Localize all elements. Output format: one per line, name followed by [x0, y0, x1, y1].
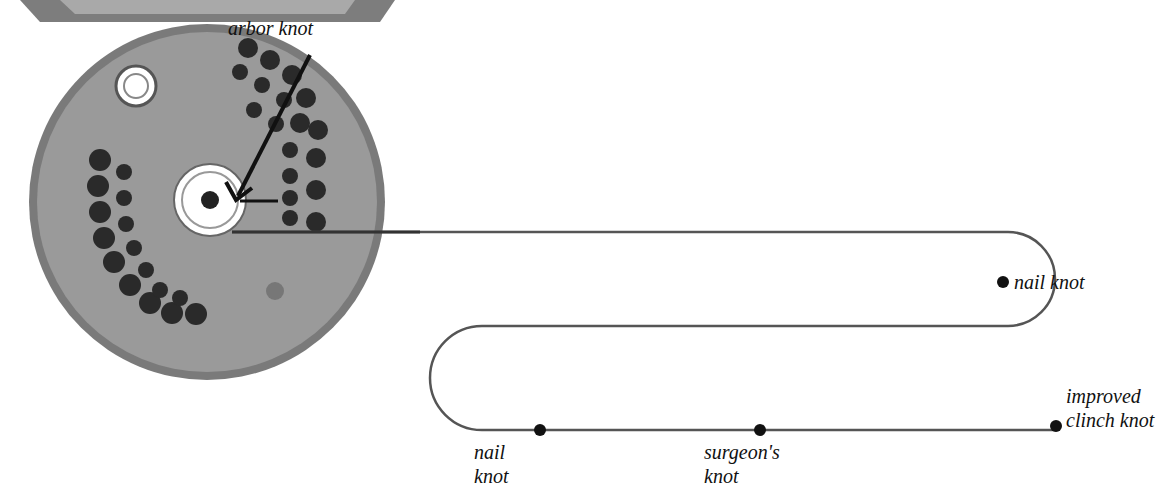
reel-hole — [308, 120, 328, 140]
knot-dot — [997, 276, 1009, 288]
knot-dot — [754, 424, 766, 436]
reel-hole — [260, 50, 280, 70]
reel-hole — [87, 175, 109, 197]
reel-hole — [185, 303, 207, 325]
reel-hole — [119, 274, 141, 296]
reel-hole — [282, 142, 298, 158]
reel-hole — [118, 216, 134, 232]
knot-dot — [1050, 420, 1062, 432]
leader-arrow — [238, 55, 310, 196]
reel-hole — [306, 148, 326, 168]
knot-label: surgeon's knot — [704, 440, 804, 488]
reel-hole — [238, 38, 258, 58]
knot-dot — [534, 424, 546, 436]
reel-hole — [172, 290, 188, 306]
reel-hole — [296, 88, 316, 108]
reel-hole — [306, 180, 326, 200]
reel-hole — [126, 240, 142, 256]
knot-label: arbor knot — [228, 16, 368, 40]
reel-hole — [306, 212, 326, 232]
knot-label: improved clinch knot — [1066, 384, 1166, 432]
reel-hole — [152, 282, 168, 298]
reel-face — [37, 32, 377, 372]
knot-label: nail knot — [1014, 270, 1124, 294]
reel-hole — [282, 210, 298, 226]
reel-hole — [116, 190, 132, 206]
reel-arbor-ring — [182, 172, 238, 228]
reel-hole — [89, 201, 111, 223]
reel-hole — [290, 113, 310, 133]
reel-handle-inner — [124, 74, 148, 98]
reel-hole — [116, 164, 132, 180]
reel-drag-knob — [266, 282, 284, 300]
reel-handle — [116, 66, 156, 106]
reel-hole — [282, 168, 298, 184]
reel-hole — [103, 251, 125, 273]
reel-spindle — [201, 191, 219, 209]
reel-holes — [87, 38, 328, 325]
reel-hole — [138, 262, 154, 278]
fly-line — [232, 232, 1056, 430]
reel-hole — [93, 227, 115, 249]
reel-foot-inner — [60, 0, 355, 14]
reel-hole — [232, 64, 248, 80]
knot-label: nail knot — [474, 440, 534, 488]
reel-rim — [29, 24, 385, 380]
arbor-wrap — [240, 200, 278, 203]
reel-hole — [246, 102, 262, 118]
reel-hole — [282, 190, 298, 206]
backing-line — [232, 231, 420, 234]
reel-foot — [20, 0, 395, 22]
reel-hole — [254, 77, 270, 93]
leader-arrowhead — [226, 182, 252, 200]
reel-hole — [89, 149, 111, 171]
